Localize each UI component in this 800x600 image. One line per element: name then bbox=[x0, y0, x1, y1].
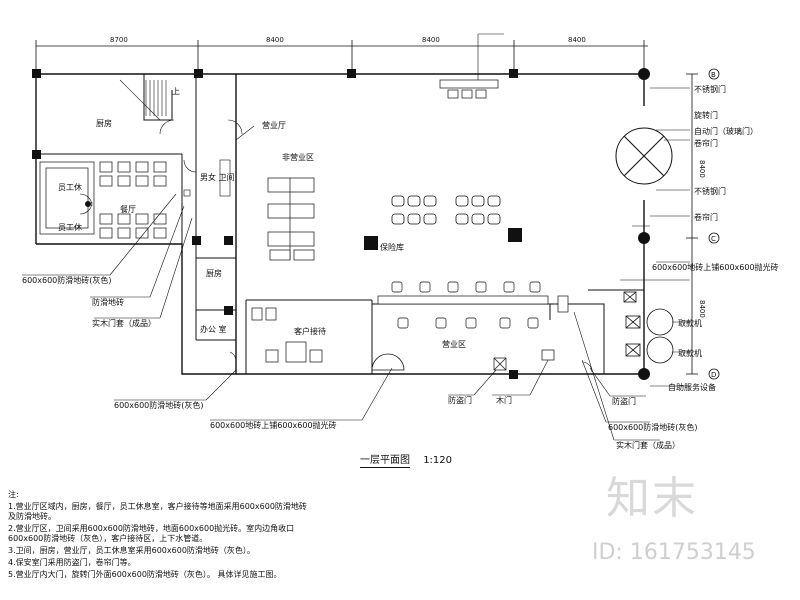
callout-right-6: 卷帘门 bbox=[694, 212, 718, 222]
dim-top-3: 8400 bbox=[422, 36, 440, 44]
callout-bottom-2: 防盗门 bbox=[448, 395, 472, 405]
room-label-upper: 上 bbox=[172, 87, 180, 96]
room-label-business: 营业区 bbox=[442, 339, 466, 349]
callout-bottom-4: 防盗门 bbox=[612, 396, 636, 406]
callout-right-2: 旋转门 bbox=[694, 110, 718, 120]
dim-top-4: 8400 bbox=[568, 36, 586, 44]
right-dimension-line bbox=[686, 73, 698, 375]
room-label-guest-reception: 客户接待 bbox=[294, 326, 326, 336]
callout-right-9: 取款机 bbox=[678, 348, 702, 358]
room-label-wash: 男女 卫间 bbox=[200, 172, 235, 182]
dim-top-2: 8400 bbox=[266, 36, 284, 44]
reception-semicircle bbox=[371, 353, 405, 371]
revolving-door bbox=[615, 127, 673, 185]
callout-right-4: 卷帘门 bbox=[694, 138, 718, 148]
room-label-kitchen: 厨房 bbox=[96, 118, 112, 128]
washroom-fixtures bbox=[183, 159, 231, 197]
note-line-2: 及防滑地砖。 bbox=[8, 512, 56, 521]
door-hinge-dot bbox=[85, 201, 91, 207]
room-label-dining: 餐厅 bbox=[120, 205, 136, 214]
callout-right-10: 自助服务设备 bbox=[668, 382, 716, 392]
plan-scale: 1:120 bbox=[423, 455, 453, 466]
waiting-seats bbox=[391, 195, 501, 225]
column-round bbox=[638, 232, 650, 244]
door-swings bbox=[79, 119, 593, 373]
plan-title: 一层平面图 bbox=[360, 455, 410, 468]
reception-furniture bbox=[251, 307, 323, 363]
grid-axis-markers bbox=[708, 68, 720, 380]
note-line-5: 3.卫间，厨房，营业厅，员工休息室采用600x600防滑地砖（灰色）。 bbox=[8, 546, 255, 555]
room-label-kitchen2: 厨房 bbox=[206, 268, 222, 278]
callout-left-4: 600x600防滑地砖(灰色) bbox=[114, 400, 204, 410]
note-line-7: 5.营业厅内大门，旋转门外面600x600防滑地砖（灰色）。 具体详见施工图。 bbox=[8, 570, 282, 579]
grid-axis-label: D bbox=[711, 371, 716, 379]
leader-lines bbox=[22, 33, 690, 441]
top-furniture bbox=[439, 79, 569, 371]
note-line-6: 4.保安室门采用防盗门，卷帘门等。 bbox=[8, 558, 136, 567]
callout-bottom-6: 实木门套（成品） bbox=[616, 440, 680, 450]
watermark-id: ID: 161753145 bbox=[592, 540, 756, 565]
callout-bottom-3: 木门 bbox=[496, 395, 512, 405]
top-dimension-line bbox=[35, 40, 648, 70]
room-label-staff2: 员工休 bbox=[58, 222, 82, 232]
staircase bbox=[119, 79, 167, 121]
callout-right-5: 不锈钢门 bbox=[694, 186, 726, 196]
callout-right-3: 自动门（玻璃门） bbox=[694, 126, 758, 136]
note-line-3: 2.营业厅区，卫间采用600x600防滑地砖，地面600x600抛光砖。室内边角… bbox=[8, 524, 295, 533]
room-label-work-area: 营业厅 bbox=[262, 120, 286, 130]
plan-title-block: 一层平面图 1:120 bbox=[360, 451, 453, 468]
dining-furniture bbox=[39, 161, 167, 239]
column-round bbox=[638, 368, 650, 380]
callout-bottom-5: 600x600防滑地砖(灰色) bbox=[608, 422, 698, 432]
callout-right-7: 600x600地砖上铺600x600抛光砖 bbox=[652, 262, 779, 272]
grid-axis-label: B bbox=[711, 71, 716, 79]
callout-right-1: 不锈钢门 bbox=[694, 84, 726, 94]
grid-axis-label: C bbox=[711, 235, 716, 243]
callout-left-1: 600x600防滑地砖(灰色) bbox=[22, 275, 112, 285]
column-round bbox=[638, 68, 650, 80]
callout-right-8: 取款机 bbox=[678, 318, 702, 328]
callout-left-3: 实木门套（成品） bbox=[92, 318, 156, 328]
exterior-walls bbox=[35, 73, 645, 375]
note-line-1: 1.营业厅区域内，厨房，餐厅，员工休息室，客户接待等地面采用600x600防滑地… bbox=[8, 502, 307, 511]
dim-top-1: 8700 bbox=[110, 36, 128, 44]
office-desks bbox=[267, 177, 315, 261]
atm-units bbox=[623, 291, 674, 364]
callout-left-2: 防滑地砖 bbox=[92, 297, 124, 307]
notes-heading: 注: bbox=[8, 490, 19, 499]
note-line-4: 600x600防滑地砖（灰色），客户接待区，上下水管道。 bbox=[8, 534, 208, 543]
teller-counter bbox=[377, 281, 549, 329]
structural-columns bbox=[32, 69, 522, 379]
room-label-non-business: 非营业区 bbox=[282, 152, 314, 162]
room-label-office: 办公 室 bbox=[200, 324, 227, 334]
room-label-safe: 保险库 bbox=[380, 242, 404, 252]
watermark-logo: 知末 bbox=[606, 473, 698, 524]
dim-right-2: 8400 bbox=[698, 300, 706, 318]
callout-bottom-1: 600x600地砖上铺600x600抛光砖 bbox=[210, 420, 337, 430]
dim-right-1: 8400 bbox=[698, 160, 706, 178]
room-label-staff1: 员工休 bbox=[58, 182, 82, 192]
